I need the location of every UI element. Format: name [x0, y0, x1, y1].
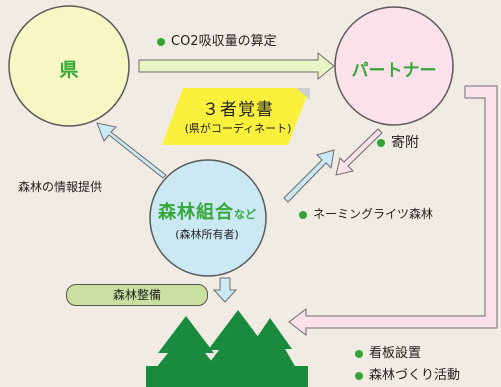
prefecture-circle — [8, 5, 130, 127]
arrow-union-to-partner — [283, 149, 335, 203]
union-circle — [149, 159, 267, 277]
donation-label: 寄附 — [377, 132, 419, 152]
forest-info-label: 森林の情報提供 — [18, 180, 103, 194]
arrow-partner-to-union — [335, 128, 383, 176]
union-suffix: など — [234, 208, 256, 221]
maintenance-pill: 森林整備 — [66, 284, 208, 306]
union-name: 森林組合 — [158, 202, 234, 223]
union-sub: (森林所有者) — [175, 228, 239, 241]
partner-label: パートナー — [351, 61, 437, 81]
agreement-corner — [296, 88, 310, 100]
agreement-subtitle: (県がコーディネート) — [184, 122, 292, 135]
arrow-prefecture-to-partner — [138, 51, 335, 81]
union-label: 森林組合など (森林所有者) — [142, 198, 272, 242]
co2-label: CO2吸収量の算定 — [157, 30, 277, 49]
outcome-signboard: 看板設置 — [355, 342, 421, 361]
arrow-union-to-forest — [212, 277, 238, 303]
outcome-activity: 森林づくり活動 — [355, 364, 460, 383]
agreement-title: ３者覚書 — [202, 100, 274, 120]
prefecture-label: 県 — [59, 59, 79, 81]
naming-label: ネーミングライツ森林 — [299, 205, 433, 222]
bullet-icon — [377, 139, 385, 147]
forest-icon — [146, 310, 308, 387]
bullet-icon — [299, 210, 307, 219]
bullet-icon — [157, 37, 165, 46]
agreement-box — [162, 88, 310, 145]
bullet-icon — [355, 371, 363, 380]
arrow-union-to-prefecture — [96, 122, 167, 179]
bullet-icon — [355, 349, 363, 358]
arrow-partner-to-forest — [288, 85, 498, 337]
partner-circle — [334, 6, 454, 126]
agreement-note: ３者覚書 (県がコーディネート) — [183, 95, 293, 136]
